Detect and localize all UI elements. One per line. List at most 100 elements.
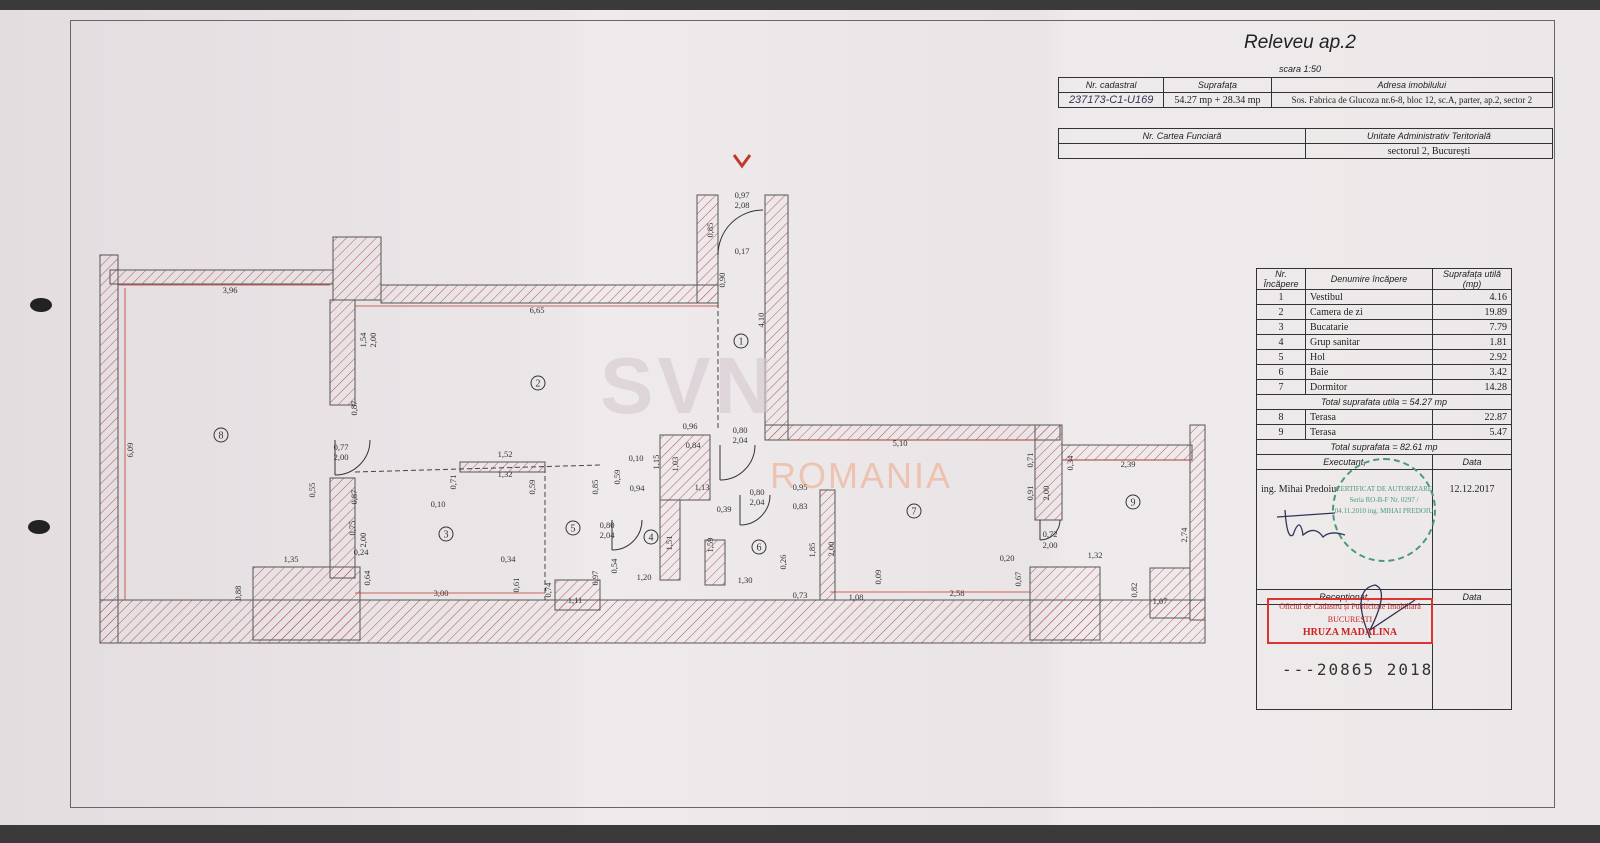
door-swing [717, 209, 764, 256]
dimension-label: 2,74 [1179, 527, 1189, 543]
room-number: 9 [1131, 498, 1136, 509]
room-number: 3 [444, 530, 449, 541]
carte-funciara-value [1058, 143, 1306, 159]
dimension-label: 2,00 [334, 452, 349, 462]
room-row-nr: 2 [1256, 304, 1306, 320]
dimension-label: 0,75 [347, 521, 357, 536]
room-circle [438, 526, 454, 542]
room-circle [733, 333, 749, 349]
dimension-label: 0,20 [1000, 553, 1015, 563]
wall [252, 566, 361, 641]
dimension-label: 1,54 [358, 332, 368, 348]
room-circle [1125, 494, 1141, 510]
room-circle [565, 520, 581, 536]
authorization-stamp: CERTIFICAT DE AUTORIZARE Seria RO-B-F Nr… [1332, 458, 1436, 562]
dimension-label: 6,65 [530, 305, 545, 315]
drawing-frame [70, 20, 1555, 808]
room-number: 1 [739, 337, 744, 348]
room-row-name: Camera de zi [1305, 304, 1433, 320]
room-number: 6 [757, 543, 762, 554]
wall [1029, 566, 1101, 641]
wall [99, 254, 119, 644]
terrace-row-nr: 8 [1256, 409, 1306, 425]
room-number: 8 [219, 431, 224, 442]
wall [696, 194, 719, 304]
watermark-logo: SVN [600, 341, 777, 430]
wall [329, 477, 356, 579]
dimension-label: 1,51 [664, 536, 674, 551]
wall [329, 299, 356, 406]
header-carte-funciara: Nr. Cartea Funciară [1058, 128, 1306, 144]
room-number-marker: 9 [1125, 494, 1141, 510]
room-row-name: Hol [1305, 349, 1433, 365]
header-cadastral: Nr. cadastral [1057, 77, 1165, 93]
room-row-name: Bucatarie [1305, 319, 1433, 335]
dimension-label: 0,59 [527, 480, 537, 495]
room-number-marker: 5 [565, 520, 581, 536]
door-swing [1039, 519, 1061, 541]
dimension-label: 0,59 [612, 470, 622, 485]
room-row-nr: 3 [1256, 319, 1306, 335]
registration-number: ---20865 2018 [1282, 660, 1434, 679]
receptionat-signature [1360, 584, 1416, 639]
dimension-label: 0,34 [501, 554, 517, 564]
door-swing [739, 494, 771, 526]
header-uat: Unitate Administrativ Teritorială [1305, 128, 1553, 144]
dimension-label: 1,15 [651, 455, 661, 470]
terrace-row-area: 5.47 [1432, 424, 1512, 440]
dimension-label: 0,71 [448, 475, 458, 490]
dimension-label: 0,39 [717, 504, 732, 514]
dimension-label: 0,82 [1129, 583, 1139, 598]
room-number: 7 [912, 507, 917, 518]
dimension-label: 0,84 [686, 440, 702, 450]
dimension-label: 2,00 [358, 533, 368, 548]
terrace-row-area: 22.87 [1432, 409, 1512, 425]
stamp-text: CERTIFICAT DE AUTORIZARE Seria RO-B-F Nr… [1334, 485, 1434, 515]
door-swing [719, 444, 756, 481]
dimension-label: 1,13 [695, 482, 710, 492]
dimension-label: 0,09 [873, 570, 883, 585]
dimension-label: 0,96 [683, 421, 698, 431]
address-value: Sos. Fabrica de Glucoza nr.6-8, bloc 12,… [1270, 92, 1554, 108]
dimension-label: 2,04 [750, 497, 766, 507]
room-number: 2 [536, 379, 541, 390]
dimension-label: 0,95 [793, 482, 808, 492]
dimension-label: 1,08 [849, 592, 864, 602]
dimension-label: 2,04 [733, 435, 749, 445]
dimension-label: 2,08 [735, 200, 750, 210]
stamp-line: BUCUREȘTI [1327, 615, 1373, 624]
room-row-area: 2.92 [1432, 349, 1512, 365]
dimension-label: 0,80 [750, 487, 765, 497]
room-number: 4 [649, 533, 654, 544]
dimension-label: 1,11 [568, 595, 583, 605]
wall [819, 489, 836, 601]
room-row-area: 14.28 [1432, 379, 1512, 395]
wall [659, 499, 681, 581]
room-row-area: 4.16 [1432, 289, 1512, 305]
room-row-nr: 5 [1256, 349, 1306, 365]
room-row-area: 1.81 [1432, 334, 1512, 350]
executant-date: 12.12.2017 [1432, 469, 1512, 590]
room-circle [906, 503, 922, 519]
door-swing [334, 439, 371, 476]
room-number-marker: 2 [530, 375, 546, 391]
wall [704, 539, 726, 586]
room-row-area: 19.89 [1432, 304, 1512, 320]
room-number: 5 [571, 524, 576, 535]
punch-hole [30, 298, 52, 312]
dimension-label: 2,00 [1041, 486, 1051, 501]
dimension-label: 0,88 [233, 586, 243, 601]
stamp-line: Oficiul de Cadastru și Publicitate Imobi… [1279, 602, 1421, 611]
dimension-label: 0,73 [793, 590, 808, 600]
dimension-label: 2,39 [1121, 459, 1136, 469]
room-row-nr: 4 [1256, 334, 1306, 350]
room-row-nr: 6 [1256, 364, 1306, 380]
terrace-row-name: Terasa [1305, 424, 1433, 440]
room-row-name: Grup sanitar [1305, 334, 1433, 350]
header-denumire: Denumire încăpere [1305, 268, 1433, 290]
uat-value: sectorul 2, București [1305, 143, 1553, 159]
dimension-label: 1,03 [670, 457, 680, 472]
